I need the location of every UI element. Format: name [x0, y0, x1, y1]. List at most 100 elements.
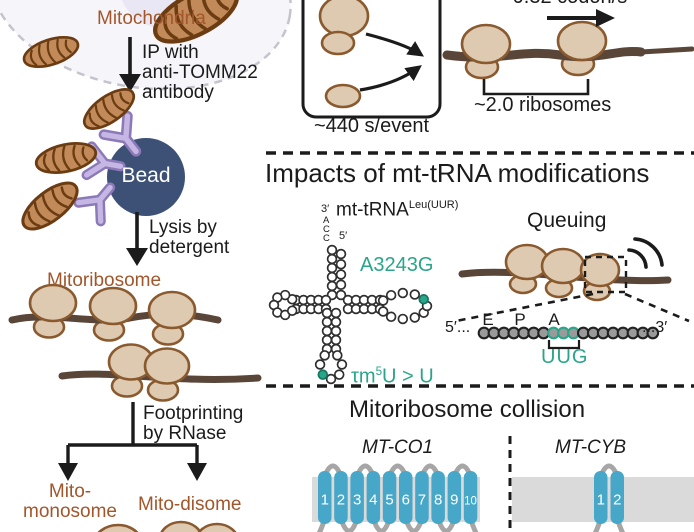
codon-three-prime: ...3′ [642, 319, 668, 336]
helix-number: 5 [385, 492, 393, 509]
mitoribosome-strand-2 [58, 343, 262, 402]
tm-helix [463, 471, 478, 524]
a-site-codon-label: UUG [541, 346, 589, 368]
mod-sup: 5 [375, 365, 383, 378]
nucleotide [646, 326, 660, 340]
mod-prefix: τm [351, 365, 376, 388]
trna-bead [385, 311, 397, 323]
trna-bead [321, 334, 333, 346]
tm-helix [415, 471, 429, 524]
trna-bead [325, 373, 337, 385]
site-label-E: E [482, 310, 494, 329]
trna-bead [326, 262, 338, 274]
mitochondria-label: Mitochondria [97, 8, 206, 29]
density-bracket [482, 79, 590, 96]
bead-label: Bead [121, 164, 171, 187]
trna-bead [330, 316, 342, 328]
trna-bead [326, 253, 338, 265]
helix-number: 9 [450, 492, 458, 509]
trna-bead [335, 259, 347, 270]
helix-number: 1 [597, 492, 605, 509]
lysis-label: Lysis by detergent [149, 217, 230, 258]
trna-bead [314, 359, 326, 370]
trna-bead [336, 359, 348, 370]
trna-bead [335, 269, 347, 280]
codon-five-prime: 5′... [445, 319, 471, 336]
tm-helix [594, 471, 608, 524]
site-label-P: P [514, 310, 526, 329]
mod-suffix: U > U [382, 365, 434, 388]
trna-bead [335, 279, 347, 291]
trna-bead [335, 248, 347, 260]
trna-bead [377, 295, 389, 306]
tm-helix [382, 471, 397, 524]
mitoribosome-label: Mitoribosome [47, 270, 162, 291]
trna-bead [326, 244, 338, 256]
trna-bead [397, 287, 409, 299]
helix-number: 10 [464, 496, 477, 508]
elongation-rate-label: ~0.32 codon/s [501, 0, 627, 8]
trna-bead [326, 271, 338, 283]
helix-number: 1 [321, 492, 329, 509]
helix-number: 2 [613, 492, 621, 509]
trna-bead [321, 325, 333, 337]
trna-name-label: mt-tRNALeu(UUR) [336, 199, 459, 220]
tm-helix [431, 471, 445, 524]
trna-cloverleaf [268, 244, 433, 385]
elongating-mrna [442, 9, 694, 96]
bead [107, 138, 185, 216]
footprinting-arrows [58, 402, 207, 481]
elongation-arrow [596, 9, 615, 27]
gene-left-label: MT-CO1 [362, 437, 434, 458]
modifications-title: Impacts of mt-tRNA modifications [265, 158, 650, 188]
modification-label: τm5U > U [351, 365, 434, 388]
zoom-rect [583, 255, 628, 294]
trna-bead [332, 350, 343, 361]
trna-bead [320, 294, 332, 306]
helix-number: 6 [402, 492, 410, 509]
queuing-label: Queuing [527, 209, 607, 232]
trna-bead [321, 316, 333, 328]
trna-bead [397, 313, 409, 325]
ip-arrow [119, 37, 141, 92]
tm-helix [334, 471, 348, 524]
initiation-box [301, 0, 442, 119]
trna-five-prime: 5′ [339, 230, 348, 242]
disome-label: Mito-disome [138, 494, 242, 515]
helix-number: 4 [369, 492, 377, 509]
trna-three-prime: 3′ [321, 203, 330, 215]
monosome-label: Mito- monosome [23, 481, 117, 522]
helix-number: 2 [337, 492, 345, 509]
lysis-arrow [126, 212, 148, 266]
initiation-rate-label: ~440 s/event [313, 115, 430, 137]
site-label-A: A [548, 310, 560, 329]
trna-bead [321, 307, 333, 319]
pause-arcs-icon [627, 237, 664, 269]
trna-bead [377, 306, 389, 317]
bead-complex [14, 80, 185, 239]
modified-nucleotide-bead [418, 294, 429, 305]
tm-helix [610, 471, 624, 524]
trna-bead [326, 280, 338, 292]
trna-bead [330, 334, 342, 346]
helix-number: 3 [353, 492, 361, 509]
tm-helix [447, 471, 462, 524]
trna-bead [335, 289, 347, 301]
acceptor-letters: A C C [323, 215, 330, 245]
tm-helix [318, 471, 332, 524]
mutation-label: A3243G [360, 254, 434, 276]
trna-bead [409, 312, 421, 323]
trna-bead [319, 350, 330, 361]
queuing-diagram [455, 237, 690, 350]
trna-sup: Leu(UUR) [408, 199, 459, 211]
trna-bead [286, 305, 298, 316]
mitoribosome-strand-1 [8, 283, 222, 346]
codon-row [477, 326, 660, 340]
gene-right-label: MT-CYB [555, 437, 627, 458]
trna-bead [330, 325, 342, 337]
zoom-funnel [455, 292, 690, 323]
collision-title: Mitoribosome collision [349, 396, 586, 423]
